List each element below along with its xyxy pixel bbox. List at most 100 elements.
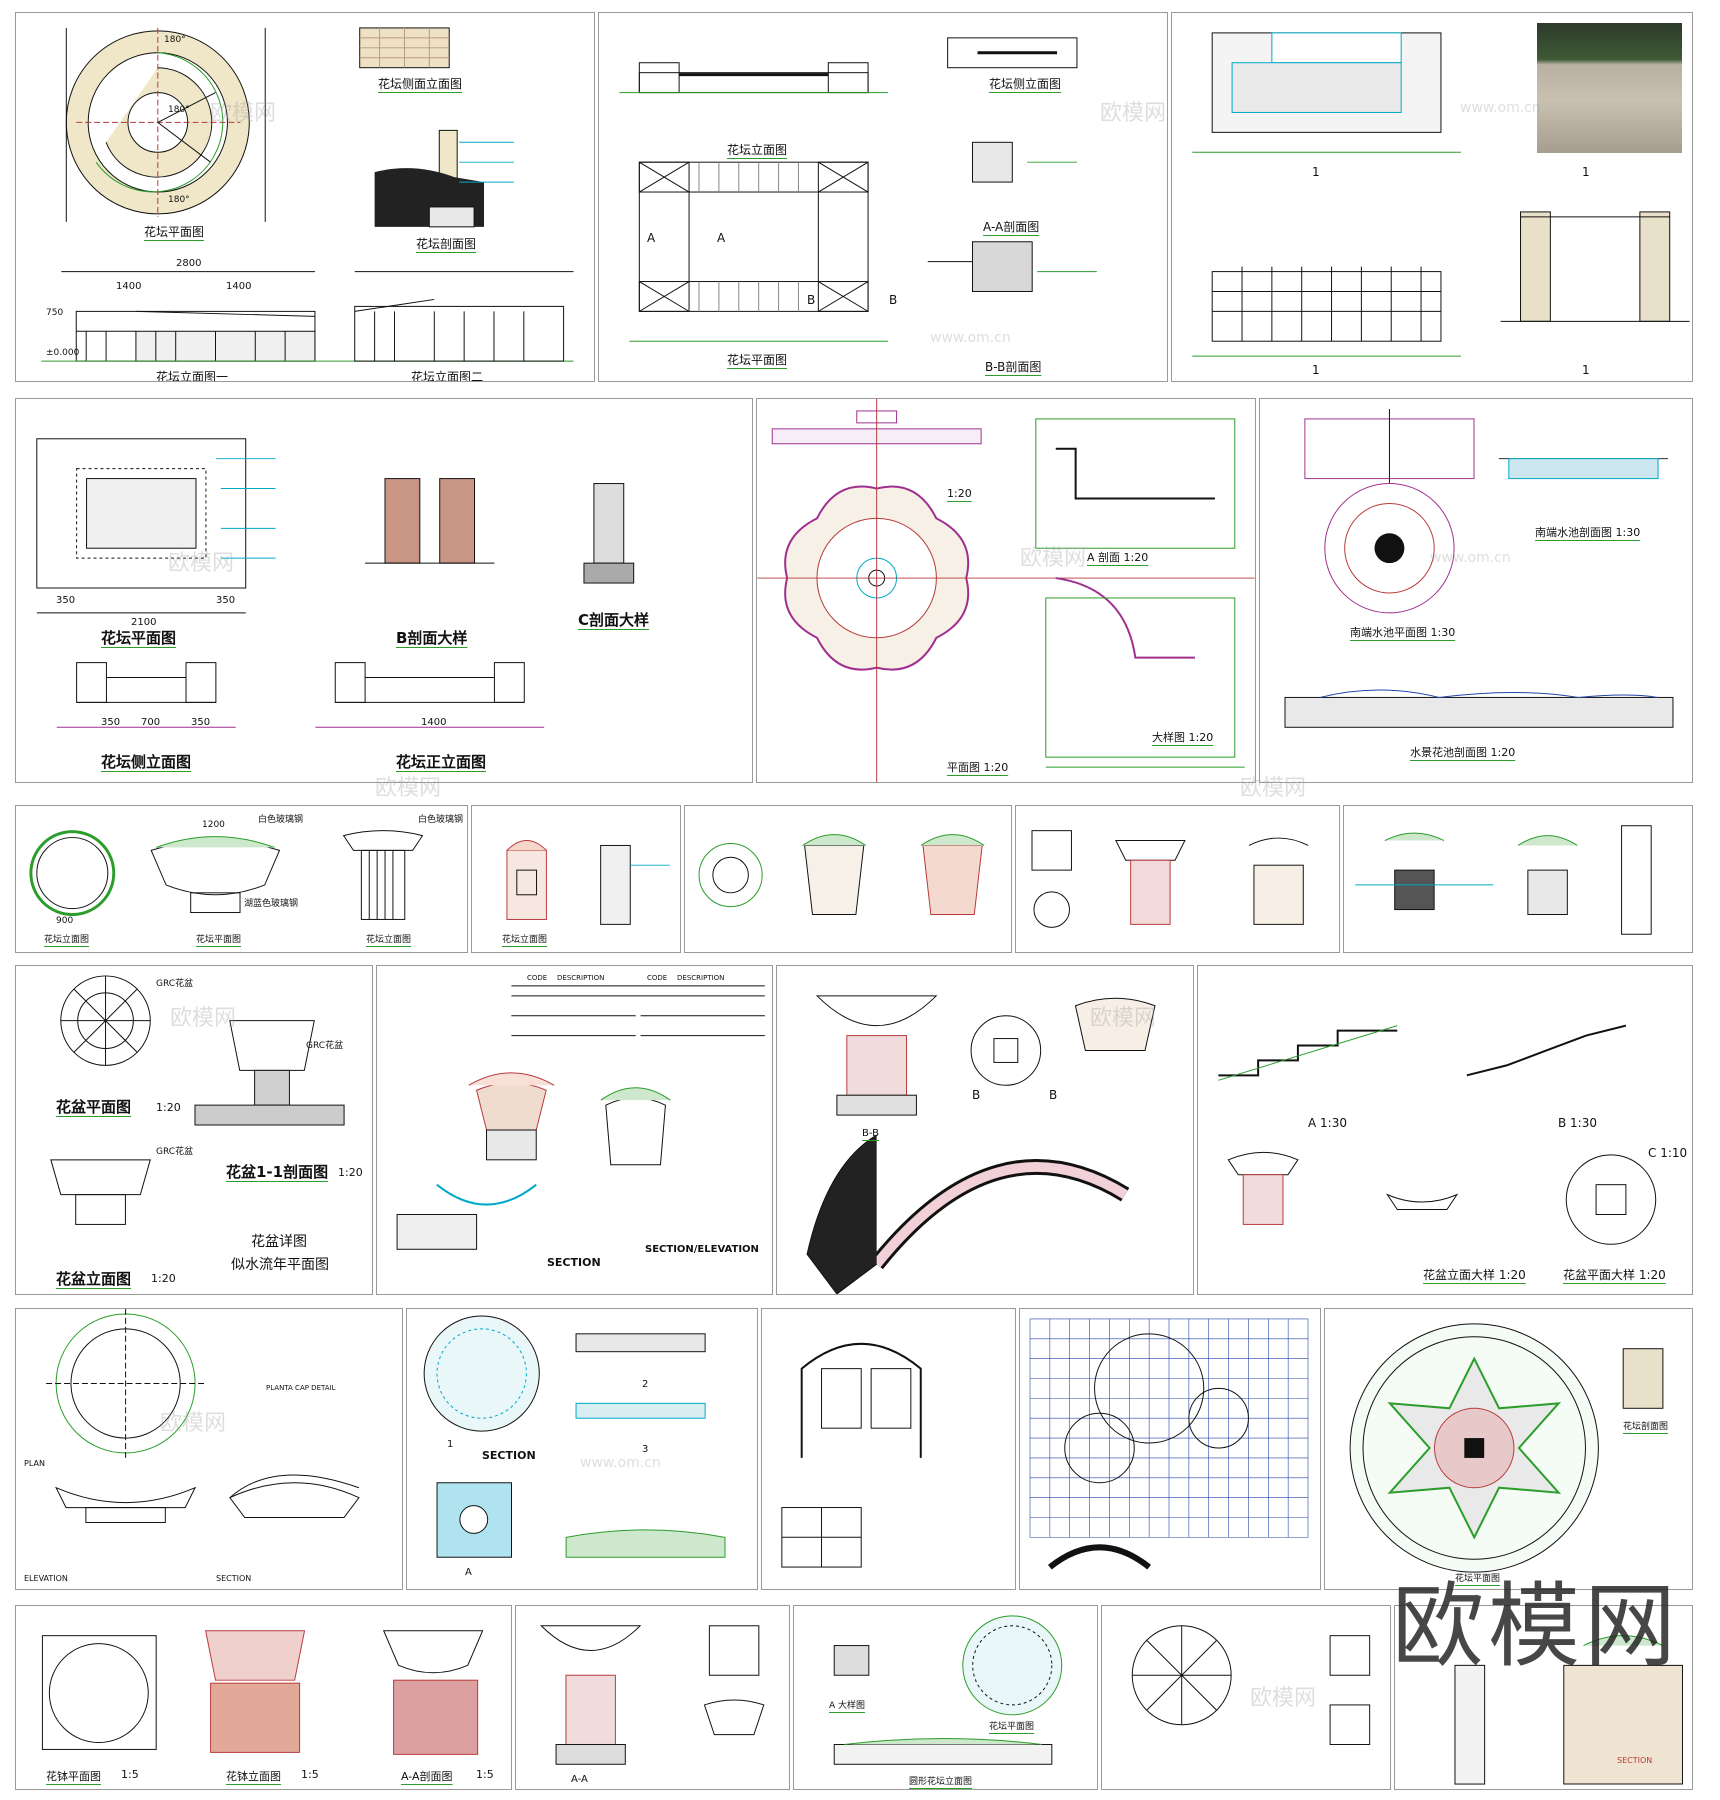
dim-350-c: 350 xyxy=(101,717,121,728)
flower-bowl-drawing xyxy=(41,1630,484,1755)
bowl-aa-mark: A-A xyxy=(571,1774,588,1785)
urn-planters-drawing xyxy=(29,830,424,920)
flowing-water-plan-title: 似水流年平面图 xyxy=(231,1257,329,1273)
callout-1c: 1 xyxy=(1312,363,1320,377)
panel-round-pot xyxy=(684,805,1012,953)
arc-planter-drawing xyxy=(806,995,1156,1294)
rect-planter-elev-title: 花坛立面图 xyxy=(727,143,788,157)
tiled-planter-drawing xyxy=(423,1315,726,1558)
panel-rect-planter: 花坛立面图 花坛平面图 花坛侧立面图 A-A剖面图 B-B剖面图 A A B B xyxy=(598,12,1168,382)
detail-a-title: A 大样图 xyxy=(829,1701,866,1711)
pot-plan-title: 花盆平面图 xyxy=(56,1098,132,1116)
star-section-title: 花坛剖面图 xyxy=(1623,1422,1669,1432)
bowl-section-scale: 1:5 xyxy=(476,1768,494,1781)
pot-section-title: 花盆1-1剖面图 xyxy=(226,1163,329,1181)
brand-mark: 欧模网 xyxy=(1391,1573,1680,1680)
panel-arc-planter: B B B-B xyxy=(776,965,1194,1295)
detail-c-scale: C 1:10 xyxy=(1648,1146,1688,1160)
material-white-frp-2: 白色玻璃钢 xyxy=(418,815,464,825)
south-pool-plan-title: 南端水池平面图 1:30 xyxy=(1350,626,1456,639)
panel-plan-elevation: PLAN ELEVATION PLANTA CAP DETAIL SECTION xyxy=(15,1308,403,1590)
mark-b-right: B xyxy=(889,293,898,307)
angle-180-b: 180° xyxy=(168,105,190,115)
dim-900: 900 xyxy=(56,916,74,926)
dim-1400: 1400 xyxy=(421,717,447,728)
section-label: SECTION xyxy=(547,1256,601,1269)
table-desc-2: DESCRIPTION xyxy=(677,974,725,982)
section-elevation-label: SECTION/ELEVATION xyxy=(645,1244,759,1255)
radial-plan-drawing xyxy=(1131,1625,1371,1745)
dim-350-b: 350 xyxy=(216,595,236,606)
tiled-section-label: SECTION xyxy=(482,1449,536,1462)
round-elev-title: 圆形花坛立面图 xyxy=(909,1777,973,1787)
dim-1400-a: 1400 xyxy=(116,281,142,292)
panel-flower-bowl: 花钵平面图 1:5 花钵立面图 1:5 A-A剖面图 1:5 xyxy=(15,1605,512,1790)
panel-quatrefoil-planter: A 剖面 1:20 大样图 1:20 平面图 1:20 1:20 xyxy=(756,398,1256,783)
column-detail-drawing xyxy=(1031,830,1309,928)
bowl-plan-scale: 1:5 xyxy=(121,1768,139,1781)
callout-1d: 1 xyxy=(1582,363,1590,377)
pillar-section-drawing xyxy=(1454,1635,1683,1785)
pebble-side-elev-title: 花坛侧立面图 xyxy=(101,753,192,771)
mark-b-2: B xyxy=(1049,1088,1058,1102)
bowl-elev-title: 花钵立面图 xyxy=(226,1770,281,1783)
round-plan-title: 花坛平面图 xyxy=(989,1722,1035,1732)
section-a-scale: A 剖面 1:20 xyxy=(1087,551,1149,564)
mark-b-inner: B xyxy=(807,293,816,307)
section-bb-title: B-B剖面图 xyxy=(985,360,1042,374)
dim-1200: 1200 xyxy=(202,820,225,830)
bowl-detail-drawing xyxy=(1355,825,1652,935)
pillar-elev-title: 花坛立面图 xyxy=(502,935,548,945)
pot-detail-title: 花盆详图 xyxy=(251,1234,307,1250)
elevation-label: ELEVATION xyxy=(24,1574,68,1583)
grc-label-2: GRC花盆 xyxy=(306,1041,344,1051)
panel-round-planter-plan: A 大样图 花坛平面图 圆形花坛立面图 xyxy=(793,1605,1098,1790)
panel-pillar-planter: 花坛立面图 xyxy=(471,805,681,953)
grid-plan-drawing xyxy=(1029,1318,1309,1570)
table-code-2: CODE xyxy=(647,974,668,982)
south-pool-section-title: 南端水池剖面图 1:30 xyxy=(1535,526,1641,539)
stone-planter-drawing xyxy=(1192,32,1690,357)
tiled-callout-3: 3 xyxy=(642,1444,649,1455)
panel-grid-plan xyxy=(1019,1308,1321,1590)
dim-350-a: 350 xyxy=(56,595,76,606)
angle-180-a: 180° xyxy=(164,35,186,45)
bowl-section-title: A-A剖面图 xyxy=(401,1770,453,1783)
grc-label-1: GRC花盆 xyxy=(156,979,194,989)
pillar-planter-drawing xyxy=(506,840,670,925)
detail-a-scale: A 1:30 xyxy=(1308,1116,1347,1130)
round-pot-drawing xyxy=(698,834,985,916)
panel-tiled-planter: 1 2 3 SECTION A xyxy=(406,1308,758,1590)
pot-plan-detail-title: 花盆平面大样 1:20 xyxy=(1563,1268,1666,1282)
dim-2800: 2800 xyxy=(176,258,202,269)
pebble-planter-drawing xyxy=(36,438,635,728)
star-plan-title: 花坛平面图 xyxy=(1455,1574,1501,1584)
panel-bowl-detail xyxy=(1343,805,1693,953)
panel-star-planter: 花坛平面图 花坛剖面图 xyxy=(1324,1308,1693,1590)
mark-a-inner: A xyxy=(717,231,726,245)
rect-planter-plan-title: 花坛平面图 xyxy=(727,353,788,367)
section-b-detail-title: B剖面大样 xyxy=(396,629,468,647)
table-desc-1: DESCRIPTION xyxy=(557,974,605,982)
dim-700: 700 xyxy=(141,717,161,728)
panel-arched-bench xyxy=(761,1308,1016,1590)
section-aa-title: A-A剖面图 xyxy=(983,220,1040,234)
section-c-detail-title: C剖面大样 xyxy=(578,611,650,629)
panel-pool-planter: 南端水池平面图 1:30 南端水池剖面图 1:30 水景花池剖面图 1:20 xyxy=(1259,398,1693,783)
table-code-1: CODE xyxy=(527,974,548,982)
pool-planter-drawing xyxy=(1284,408,1674,728)
plan-elevation-drawing xyxy=(46,1309,360,1523)
bowl-plan-title: 花钵平面图 xyxy=(46,1770,101,1783)
rect-planter-drawing xyxy=(619,37,1097,342)
rect-planter-side-title: 花坛侧立面图 xyxy=(989,77,1062,91)
planter-elevation-2-title: 花坛立面图二 xyxy=(411,370,484,382)
pillar-section-label: SECTION xyxy=(1617,1756,1653,1765)
grc-label-3: GRC花盆 xyxy=(156,1147,194,1157)
detail-b-scale: B 1:30 xyxy=(1558,1116,1597,1130)
panel-grc-pot: 花盆平面图 1:20 花盆1-1剖面图 1:20 花盆立面图 1:20 花盆详图… xyxy=(15,965,373,1295)
pebble-plan-title: 花坛平面图 xyxy=(101,629,177,647)
section-bb-mark: B-B xyxy=(862,1128,879,1139)
panel-pebble-planter: 花坛平面图 B剖面大样 C剖面大样 花坛侧立面图 花坛正立面图 350 2100… xyxy=(15,398,753,783)
quatrefoil-drawing xyxy=(757,399,1255,782)
level-0: ±0.000 xyxy=(46,348,80,358)
